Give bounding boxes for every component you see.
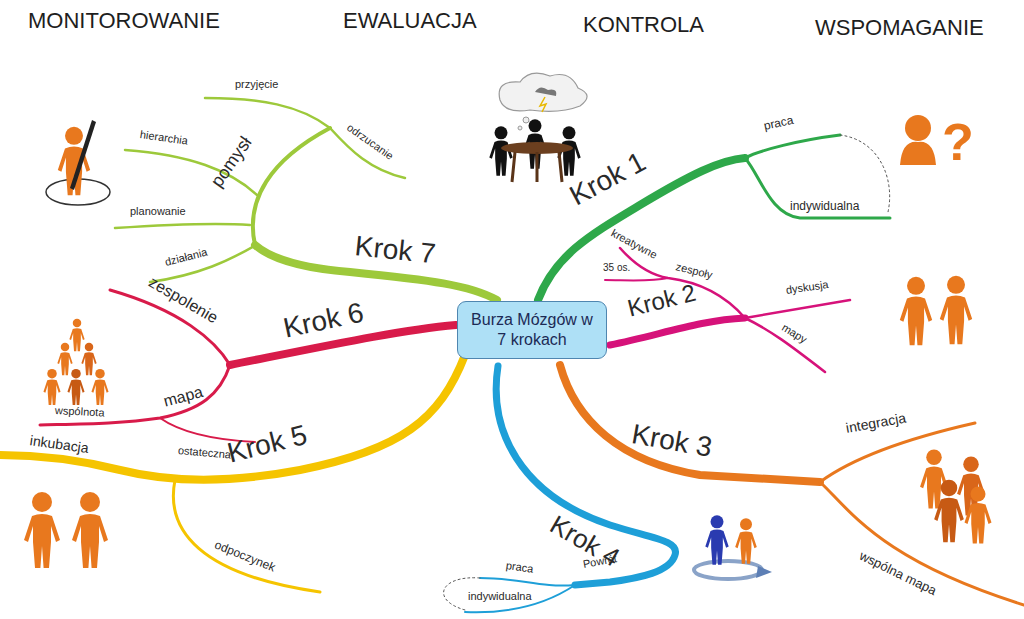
pyramid-icon [43, 319, 108, 405]
branch-word: ostateczna [177, 444, 231, 461]
branch-word: pomysł [207, 133, 257, 192]
topic-text: Burza Mózgów w 7 krokach [471, 311, 593, 348]
step-label: Krok 7 [353, 230, 437, 270]
section-heading: WSPOMAGANIE [815, 15, 984, 40]
section-heading: KONTROLA [583, 12, 704, 37]
question-icon: ? [900, 113, 974, 171]
branch-krok2 [605, 248, 850, 372]
branch-krok3 [560, 365, 1024, 605]
branch-krok5 [0, 355, 465, 592]
branch-word: praca [763, 114, 795, 134]
branch-word: odrzucanie [344, 121, 395, 162]
svg-text:?: ? [942, 113, 974, 171]
pair-icon [24, 492, 108, 568]
step-label: Krok 2 [625, 279, 699, 323]
branch-krok1 [538, 135, 890, 300]
branch-word: działania [163, 246, 208, 269]
branch-word: odpoczynek [212, 539, 277, 576]
handshake-icon [900, 276, 972, 345]
branch-word: kreatywne [609, 227, 659, 262]
branch-word: planowanie [130, 205, 186, 218]
branch-word: wspólna mapa [857, 549, 939, 599]
team-icon [920, 450, 991, 544]
branch-word: mapa [162, 383, 205, 411]
branch-word: dyskusja [785, 278, 829, 296]
section-heading: MONITOROWANIE [28, 8, 220, 33]
branch-word: zespoły [674, 260, 713, 281]
writer-icon [46, 120, 110, 205]
step-label: Krok 5 [224, 419, 310, 470]
branch-krok6 [40, 290, 456, 442]
branch-word: praca [505, 559, 534, 575]
return-icon [694, 515, 772, 579]
branch-word: indywidualna [790, 200, 859, 214]
section-heading: EWALUACJA [343, 8, 477, 33]
branch-word: 35 os. [603, 262, 630, 274]
central-topic-box: Burza Mózgów w 7 krokach [457, 301, 607, 359]
branch-word: hierarchia [139, 128, 189, 147]
branch-word: indywidualna [468, 590, 532, 603]
branch-word: integracja [845, 410, 908, 436]
branch-word: przyjęcie [235, 78, 278, 91]
meeting-icon [489, 73, 587, 182]
branch-krok7 [115, 98, 497, 300]
branch-krok4 [444, 366, 676, 612]
branch-word: wspólnota [55, 404, 105, 419]
